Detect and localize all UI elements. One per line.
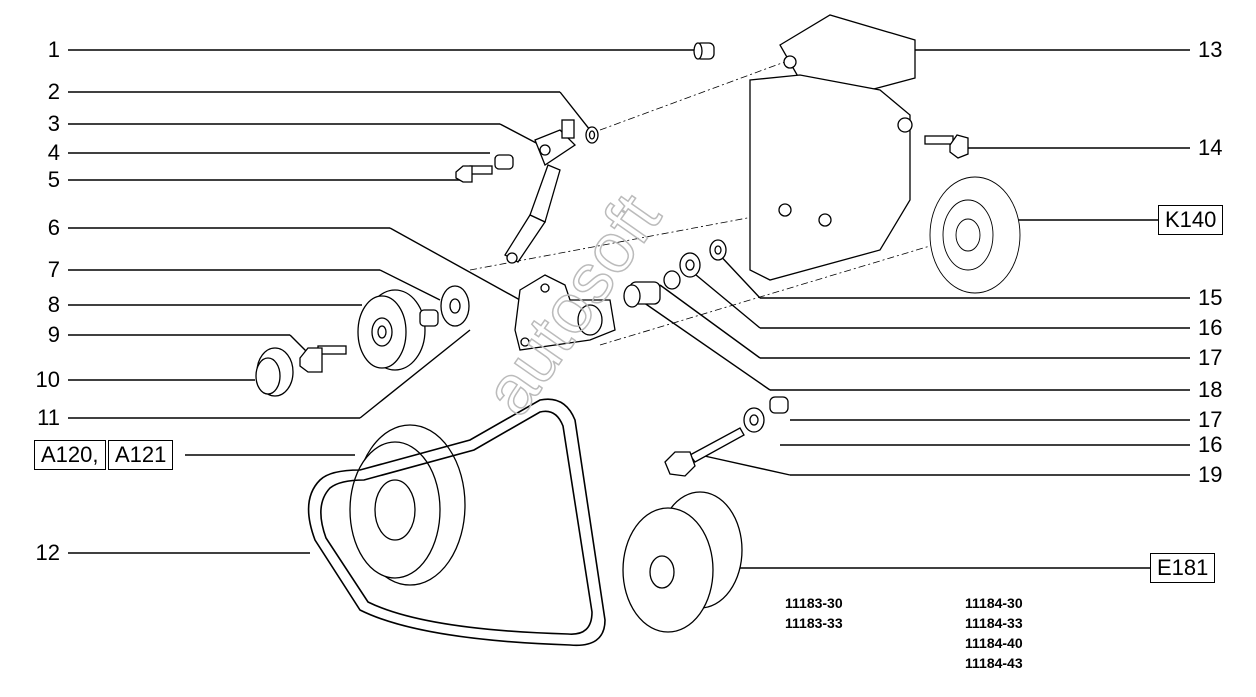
callout-3: 3 xyxy=(47,111,60,136)
model-code: 11184-40 xyxy=(965,635,1023,651)
ref-k140[interactable]: K140 xyxy=(1158,205,1224,235)
callout-16b: 16 xyxy=(1198,432,1223,457)
callout-1: 1 xyxy=(47,37,60,62)
callout-13: 13 xyxy=(1198,37,1223,62)
spacers-parts-15-18 xyxy=(623,239,727,308)
cap-part-10 xyxy=(255,347,294,397)
callout-9: 9 xyxy=(47,322,60,347)
callout-14: 14 xyxy=(1198,135,1223,160)
model-code: 11184-43 xyxy=(965,655,1023,671)
ref-a120[interactable]: A120, xyxy=(34,440,106,470)
belt-part-12 xyxy=(307,398,606,647)
sleeve-part-4 xyxy=(494,154,514,170)
compressor-pulley xyxy=(622,491,743,633)
tensioner-part-3 xyxy=(504,119,577,264)
callout-7: 7 xyxy=(47,257,60,282)
models-left: 11183-30 11183-33 xyxy=(785,593,843,633)
callout-15: 15 xyxy=(1198,285,1223,310)
callout-16a: 16 xyxy=(1198,315,1223,340)
crankshaft-pulley xyxy=(349,424,466,586)
ref-e181[interactable]: E181 xyxy=(1150,553,1216,583)
callout-17b: 17 xyxy=(1198,407,1223,432)
bolt-part-5 xyxy=(455,165,493,183)
bracket-part-6 xyxy=(514,274,616,351)
callout-6: 6 xyxy=(47,215,60,240)
bracket-part-13 xyxy=(749,14,916,281)
bolt-part-14 xyxy=(924,134,969,159)
callout-8: 8 xyxy=(47,292,60,317)
fasteners-parts-16-17-19 xyxy=(664,396,789,477)
callout-12: 12 xyxy=(35,540,60,565)
callout-5: 5 xyxy=(47,167,60,192)
bolt-part-9 xyxy=(299,345,347,373)
sleeve-part-1 xyxy=(693,42,715,60)
model-code: 11183-30 xyxy=(785,595,843,611)
ref-a121[interactable]: A121 xyxy=(108,440,174,470)
model-code: 11184-30 xyxy=(965,595,1023,611)
callout-19: 19 xyxy=(1198,462,1223,487)
model-code: 11184-33 xyxy=(965,615,1023,631)
callout-4: 4 xyxy=(47,140,60,165)
model-code: 11183-33 xyxy=(785,615,843,631)
washer-part-7 xyxy=(440,285,470,327)
callout-18: 18 xyxy=(1198,377,1223,402)
generator-pulley xyxy=(929,176,1021,294)
callout-10: 10 xyxy=(35,367,60,392)
idler-pulley-part-8 xyxy=(357,289,439,371)
callout-2: 2 xyxy=(47,79,60,104)
callout-11: 11 xyxy=(37,405,60,430)
washer-part-2 xyxy=(585,126,599,144)
callout-17a: 17 xyxy=(1198,345,1223,370)
models-right: 11184-30 11184-33 11184-40 11184-43 xyxy=(965,593,1023,673)
